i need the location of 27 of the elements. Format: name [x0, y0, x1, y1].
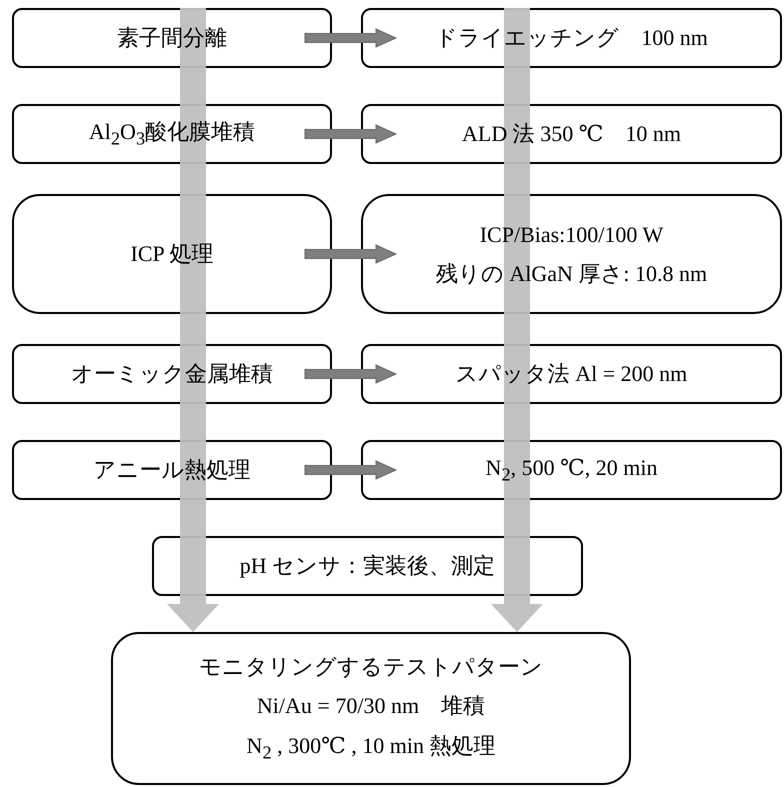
process-box: [361, 104, 782, 164]
step-text: オーミック金属堆積: [71, 361, 273, 387]
step-text: 残りの AlGaN 厚さ: 10.8 nm: [436, 261, 708, 286]
step-text: N$_{2}$, 500 ℃, 20 min: [486, 454, 658, 486]
process-box: [361, 8, 782, 68]
flow-arrow: [491, 8, 543, 632]
step-text: pH センサ：実装後、測定: [240, 553, 496, 579]
step-text: Ni/Au = 70/30 nm 堆積: [256, 693, 486, 719]
step-text: ドライエッチング 100 nm: [435, 25, 708, 51]
process-box: [361, 344, 782, 404]
step-text: ICP/Bias:100/100 W: [480, 222, 664, 247]
step-text: 素子間分離: [117, 25, 227, 51]
step-text: スパッタ法 Al = 200 nm: [456, 361, 688, 387]
arrow: [304, 28, 398, 48]
step-text: ICP 処理: [130, 241, 214, 267]
step-text: Al$_{2}$O$_{3}$酸化膜堆積: [88, 118, 256, 150]
arrow: [304, 244, 398, 264]
arrow: [304, 364, 398, 384]
process-box: [111, 632, 631, 785]
arrow: [304, 460, 398, 480]
process-box: [361, 440, 782, 500]
step-text: アニール熱処理: [94, 457, 250, 483]
step-text: モニタリングするテストパターン: [199, 654, 543, 680]
step-text: ALD 法 350 ℃ 10 nm: [462, 121, 681, 147]
step-text: N$_{2}$ , 300℃ , 10 min 熱処理: [246, 732, 496, 764]
flow-arrow: [167, 8, 219, 632]
arrow: [304, 124, 398, 144]
